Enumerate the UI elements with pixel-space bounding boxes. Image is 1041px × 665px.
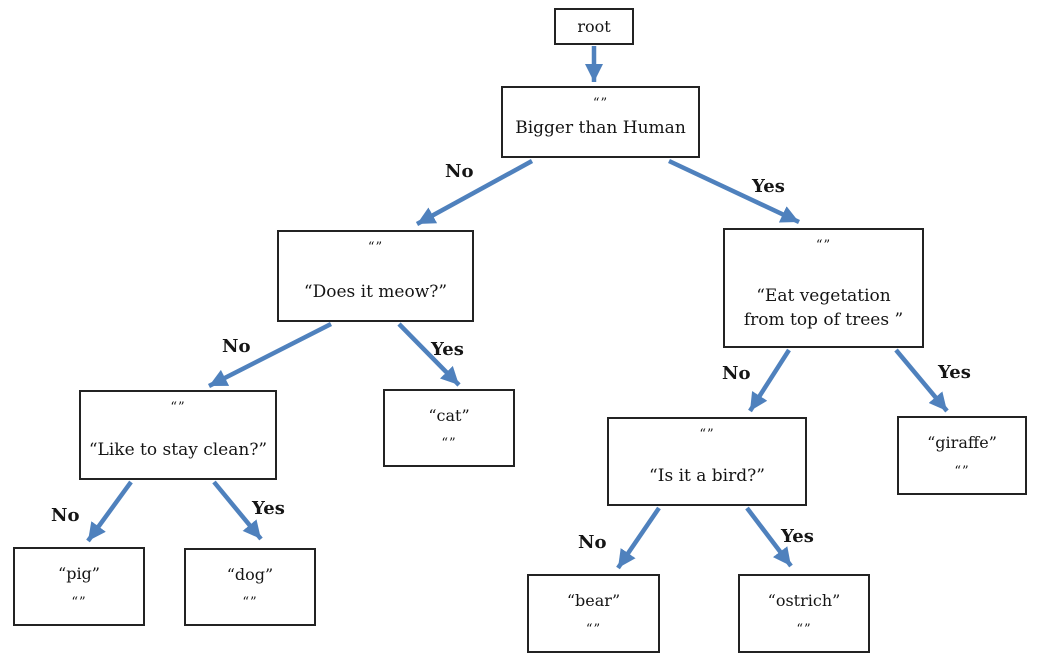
edge-arrow-clean-dog — [212, 480, 263, 541]
edge-arrow-bigger-meow — [415, 159, 534, 226]
node-label: “ostrich” — [767, 591, 841, 610]
node-does-it-meow: “” “Does it meow?” — [277, 230, 474, 322]
node-label: “Like to stay clean?” — [88, 440, 268, 461]
node-quote: “” — [592, 96, 609, 111]
edge-label-meow-yes: Yes — [431, 339, 464, 360]
edge-label-bird-no: No — [578, 532, 607, 553]
edge-label-meow-no: No — [222, 336, 251, 357]
node-quote: “” — [699, 427, 715, 442]
node-quote: “” — [441, 436, 457, 451]
edge-arrow-bigger-veg — [668, 158, 800, 225]
node-quote: “” — [815, 238, 832, 253]
node-ostrich: “ostrich” “” — [738, 574, 870, 653]
edge-label-veg-yes: Yes — [938, 362, 971, 383]
node-like-to-stay-clean: “” “Like to stay clean?” — [79, 390, 277, 480]
node-quote: “” — [585, 622, 602, 637]
node-cat: “cat” “” — [383, 389, 515, 467]
node-label: “Is it a bird?” — [649, 466, 765, 487]
node-label: “pig” — [58, 564, 100, 583]
edge-label-bigger-yes: Yes — [752, 176, 785, 197]
node-label: “bear” — [566, 591, 621, 610]
edge-label-bird-yes: Yes — [781, 526, 814, 547]
node-quote: “” — [71, 595, 87, 610]
edge-label-bigger-no: No — [445, 161, 474, 182]
node-label: “giraffe” — [927, 433, 997, 452]
node-bigger-than-human: “” Bigger than Human — [501, 86, 700, 158]
node-root-label: root — [577, 16, 611, 36]
edge-arrow-bird-bear — [616, 506, 661, 570]
node-bear: “bear” “” — [527, 574, 660, 653]
node-label: Bigger than Human — [515, 118, 686, 139]
edge-arrow-veg-giraffe — [894, 348, 949, 413]
node-label: “Does it meow?” — [303, 282, 448, 303]
node-pig: “pig” “” — [13, 547, 145, 626]
edge-arrow-veg-bird — [748, 348, 791, 413]
node-quote: “” — [954, 464, 970, 479]
node-label: “Eat vegetation from top of trees ” — [743, 285, 904, 331]
node-quote: “” — [367, 240, 384, 255]
edge-arrow-clean-pig — [86, 480, 133, 543]
edge-label-clean-yes: Yes — [252, 498, 285, 519]
edge-arrow-meow-cat — [397, 322, 461, 387]
node-label: “cat” — [428, 406, 470, 425]
node-dog: “dog” “” — [184, 548, 316, 626]
node-quote: “” — [170, 400, 186, 415]
edge-arrow-bird-ostrich — [745, 506, 793, 568]
node-quote: “” — [796, 622, 812, 637]
node-is-it-a-bird: “” “Is it a bird?” — [607, 417, 807, 506]
edge-arrow-meow-clean — [207, 321, 333, 389]
edge-label-clean-no: No — [51, 505, 80, 526]
edge-label-veg-no: No — [722, 363, 751, 384]
node-label: “dog” — [226, 565, 274, 584]
node-quote: “” — [242, 595, 258, 610]
node-eat-vegetation: “” “Eat vegetation from top of trees ” — [723, 228, 924, 348]
node-giraffe: “giraffe” “” — [897, 416, 1027, 495]
node-root: root — [554, 8, 634, 45]
